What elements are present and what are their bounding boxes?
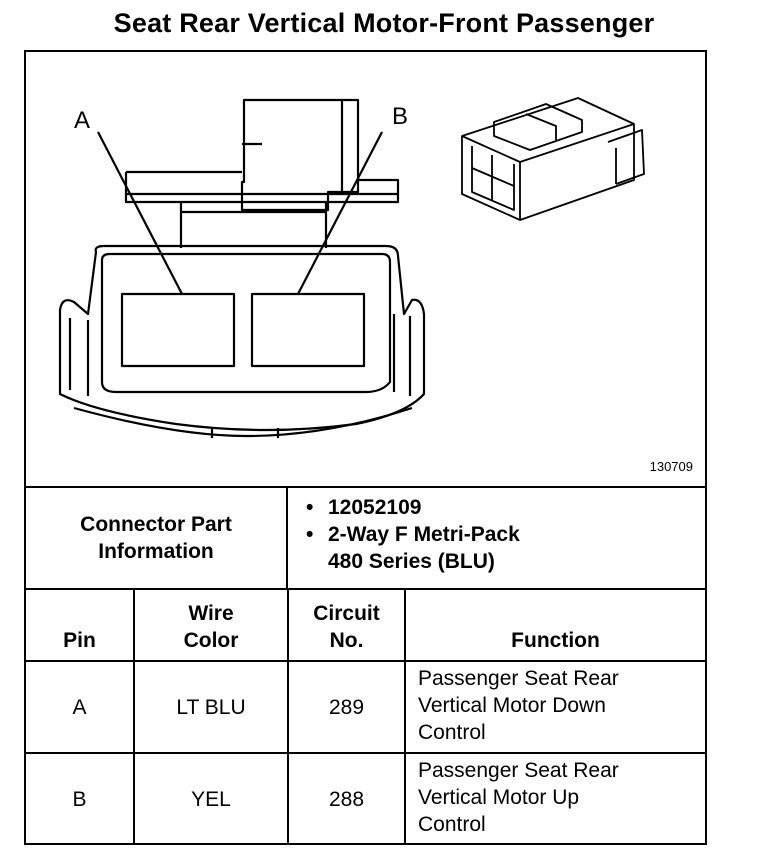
part-number: 12052109 [328, 496, 422, 519]
header-circuit: Circuit No. [287, 588, 406, 662]
table-row: A LT BLU 289 Passenger Seat Rear Vertica… [26, 660, 705, 754]
table-row: B YEL 288 Passenger Seat Rear Vertical M… [26, 752, 705, 844]
wire-color-cell: LT BLU [133, 660, 289, 754]
part-info-item: 480 Series (BLU) [306, 548, 520, 575]
connector-frame: A B 130709 Connector Part Information • … [24, 50, 707, 845]
connector-figure: A B 130709 [26, 52, 705, 486]
connector-part-info-label: Connector Part Information [26, 488, 288, 588]
cavity-b-label: B [392, 103, 408, 130]
pin-cell: A [26, 660, 135, 754]
connector-perspective-view [461, 97, 645, 221]
cavity-b [250, 292, 366, 368]
cavity-a [120, 292, 236, 368]
header-function: Function [404, 588, 705, 662]
pin-table: Pin Wire Color Circuit No. Function A LT… [26, 588, 705, 844]
header-pin: Pin [26, 588, 135, 662]
part-info-item: • 2-Way F Metri-Pack [306, 521, 520, 548]
bullet-icon: • [306, 496, 314, 519]
connector-body [58, 244, 426, 432]
circuit-cell: 288 [287, 752, 406, 844]
function-cell: Passenger Seat Rear Vertical Motor Down … [404, 660, 705, 754]
part-info-label-line1: Connector Part [80, 513, 232, 536]
leader-b [297, 131, 383, 295]
wire-color-cell: YEL [133, 752, 289, 844]
connector-type: 2-Way F Metri-Pack [328, 523, 520, 546]
pin-cell: B [26, 752, 135, 844]
header-wire-color: Wire Color [133, 588, 289, 662]
figure-id: 130709 [649, 459, 693, 474]
page-title: Seat Rear Vertical Motor-Front Passenger [113, 8, 655, 38]
leader-a [97, 131, 183, 295]
bullet-icon: • [306, 523, 314, 546]
part-info-label-line2: Information [98, 540, 214, 563]
part-info-list: • 12052109 • 2-Way F Metri-Pack 480 Seri… [306, 494, 520, 575]
part-info-item: • 12052109 [306, 494, 520, 521]
circuit-cell: 289 [287, 660, 406, 754]
connector-part-info: Connector Part Information • 12052109 • … [26, 486, 705, 588]
connector-series: 480 Series (BLU) [328, 550, 495, 573]
cavity-a-label: A [74, 107, 90, 134]
function-cell: Passenger Seat Rear Vertical Motor Up Co… [404, 752, 705, 844]
connector-latch [240, 98, 360, 212]
pin-table-header: Pin Wire Color Circuit No. Function [26, 588, 705, 662]
connector-drawing: A B [58, 97, 645, 438]
